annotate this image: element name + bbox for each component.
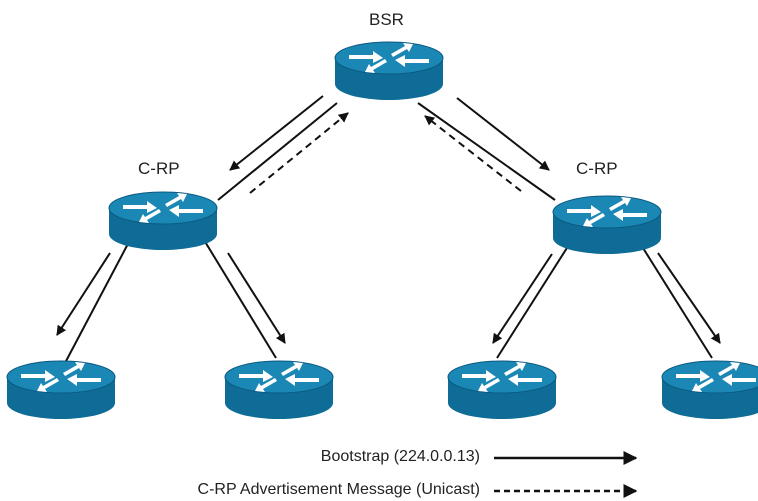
bootstrap-arrow-crp-left-to-leaf2: [227, 252, 286, 344]
bootstrap-arrow-bsr-to-crp-left: [229, 95, 324, 171]
bootstrap-line-crp-left-to-leaf2: [203, 239, 277, 359]
crp-left-label: C-RP: [138, 159, 180, 178]
crp-adv-arrow-right-to-bsr: [424, 115, 522, 192]
crp-right-label: C-RP: [576, 159, 618, 178]
bootstrap-line-crp-right-to-leaf3: [496, 239, 573, 359]
router-icon-leaf-2: [224, 360, 334, 420]
bootstrap-arrow-bsr-to-crp-right: [456, 97, 550, 171]
bootstrap-line-crp-left-to-leaf1: [64, 239, 131, 364]
bootstrap-line-bsr-to-crp-right: [417, 102, 556, 201]
legend-crp-adv-label: C-RP Advertisement Message (Unicast): [197, 481, 480, 498]
bootstrap-line-bsr-to-crp-left: [217, 102, 338, 201]
bsr-label: BSR: [369, 10, 404, 29]
router-icon-crp-left: [108, 191, 218, 251]
router-icon-leaf-1: [6, 360, 116, 420]
bootstrap-arrow-crp-right-to-leaf3: [492, 253, 553, 344]
legend-bootstrap-label: Bootstrap (224.0.0.13): [320, 448, 480, 465]
router-icon-bsr: [334, 41, 444, 101]
bootstrap-arrow-crp-left-to-leaf1: [56, 252, 111, 336]
router-icon-leaf-3: [447, 360, 557, 420]
crp-adv-arrow-left-to-bsr: [249, 112, 349, 194]
router-icon-crp-right: [552, 195, 662, 255]
router-icon-leaf-4: [661, 360, 758, 420]
bootstrap-line-crp-right-to-leaf4: [637, 239, 713, 359]
bootstrap-arrow-crp-right-to-leaf4: [657, 252, 721, 344]
